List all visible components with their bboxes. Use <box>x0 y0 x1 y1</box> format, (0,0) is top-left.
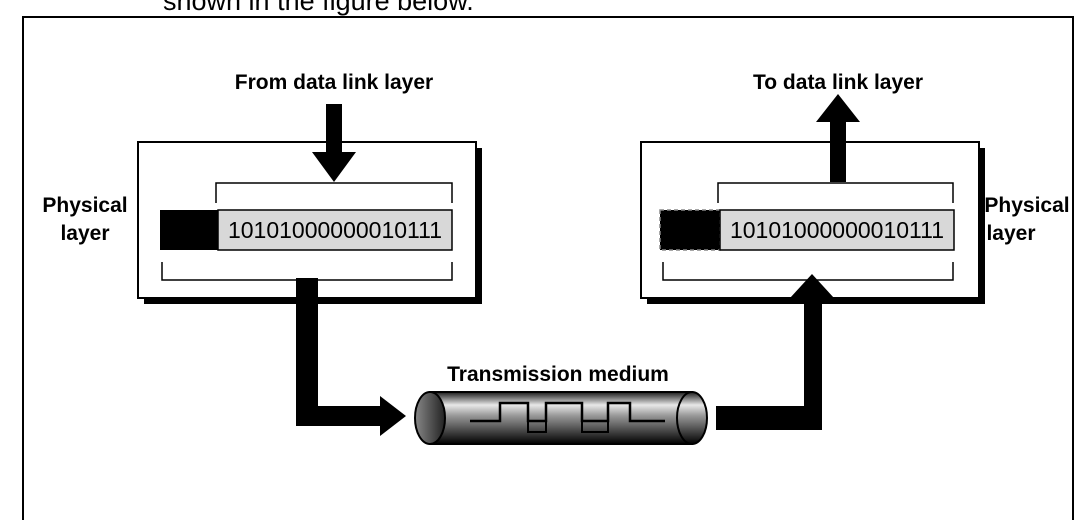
left-bit-string: 10101000000010111 <box>228 217 442 243</box>
to-data-link-label: To data link layer <box>753 71 923 94</box>
left-header-block <box>160 210 220 250</box>
down-arrow-icon <box>312 104 356 182</box>
caption-text: shown in the figure below. <box>163 0 474 16</box>
right-physical-layer-box: 10101000000010111 <box>640 141 985 304</box>
right-physical-label-line2: layer <box>986 222 1035 245</box>
right-header-block <box>659 209 721 251</box>
right-bit-string: 10101000000010111 <box>730 217 944 243</box>
transmission-medium-cylinder <box>414 391 708 445</box>
left-bit-field <box>217 209 453 251</box>
left-to-medium-arrow-icon <box>296 278 406 436</box>
left-physical-label-line2: layer <box>60 222 109 245</box>
medium-to-right-arrow-icon <box>716 274 834 430</box>
figure-frame <box>22 16 1074 520</box>
transmission-medium-label: Transmission medium <box>447 363 669 386</box>
from-data-link-label: From data link layer <box>235 71 433 94</box>
up-arrow-icon <box>816 94 860 182</box>
left-physical-label-line1: Physical <box>42 194 127 217</box>
right-physical-label-line1: Physical <box>984 194 1069 217</box>
right-bit-field <box>719 209 955 251</box>
